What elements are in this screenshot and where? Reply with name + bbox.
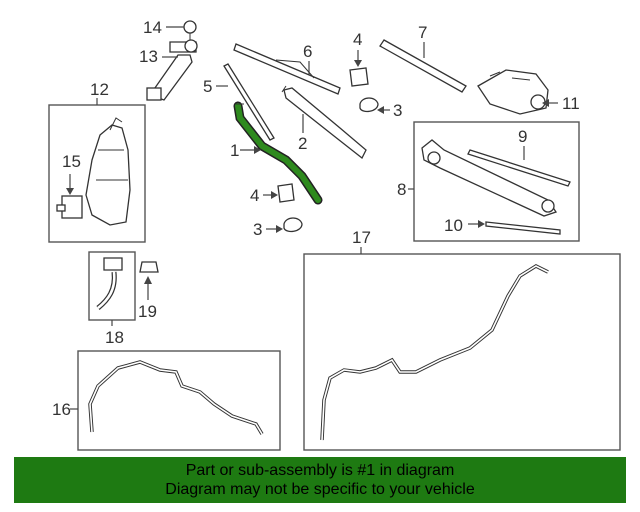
callout-10: 10 [444,216,463,235]
callout-2: 2 [298,134,307,153]
part-18-hose [96,257,123,310]
part-12-reservoir [85,117,131,226]
part-15-pump [56,195,83,219]
box-16 [77,350,281,451]
part-8-linkage [421,139,558,217]
banner-background [14,457,626,503]
callout-1: 1 [230,141,239,160]
part-10-link-rod [485,221,561,235]
part-1-wiper-arm-highlighted [233,101,323,205]
part-7-insert [379,39,467,93]
callout-7: 7 [418,23,427,42]
info-banner: Part or sub-assembly is #1 in diagram Di… [14,457,626,503]
part-2-wiper-arm [281,85,367,160]
part-3-nut-lower [283,217,303,233]
callout-17: 17 [352,228,371,247]
callout-8: 8 [397,180,406,199]
callout-3a: 3 [393,101,402,120]
part-4-cap-lower [277,183,295,203]
callout-5: 5 [203,77,212,96]
callout-16: 16 [52,400,71,419]
part-3-nut-upper [359,97,379,113]
part-16-hose [88,360,264,435]
callout-4b: 4 [250,186,259,205]
callout-18: 18 [105,328,124,347]
callout-6: 6 [303,42,312,61]
part-4-cap-upper [349,67,369,87]
banner-line-2: Diagram may not be specific to your vehi… [165,481,475,498]
part-6-blade-assy [233,43,341,95]
callout-15: 15 [62,152,81,171]
part-5-blade [223,63,275,141]
callout-14: 14 [143,18,162,37]
part-17-hose [320,263,549,441]
part-19-clip [139,261,159,273]
banner-line-1: Part or sub-assembly is #1 in diagram [185,462,455,479]
callout-11: 11 [562,94,580,113]
part-11-motor [477,69,549,115]
callout-9: 9 [518,127,527,146]
callout-19: 19 [138,302,157,321]
callout-12: 12 [90,80,109,99]
callout-3b: 3 [253,220,262,239]
part-9-link-rod [467,149,571,187]
callout-13: 13 [139,47,158,66]
callout-4a: 4 [353,30,362,49]
